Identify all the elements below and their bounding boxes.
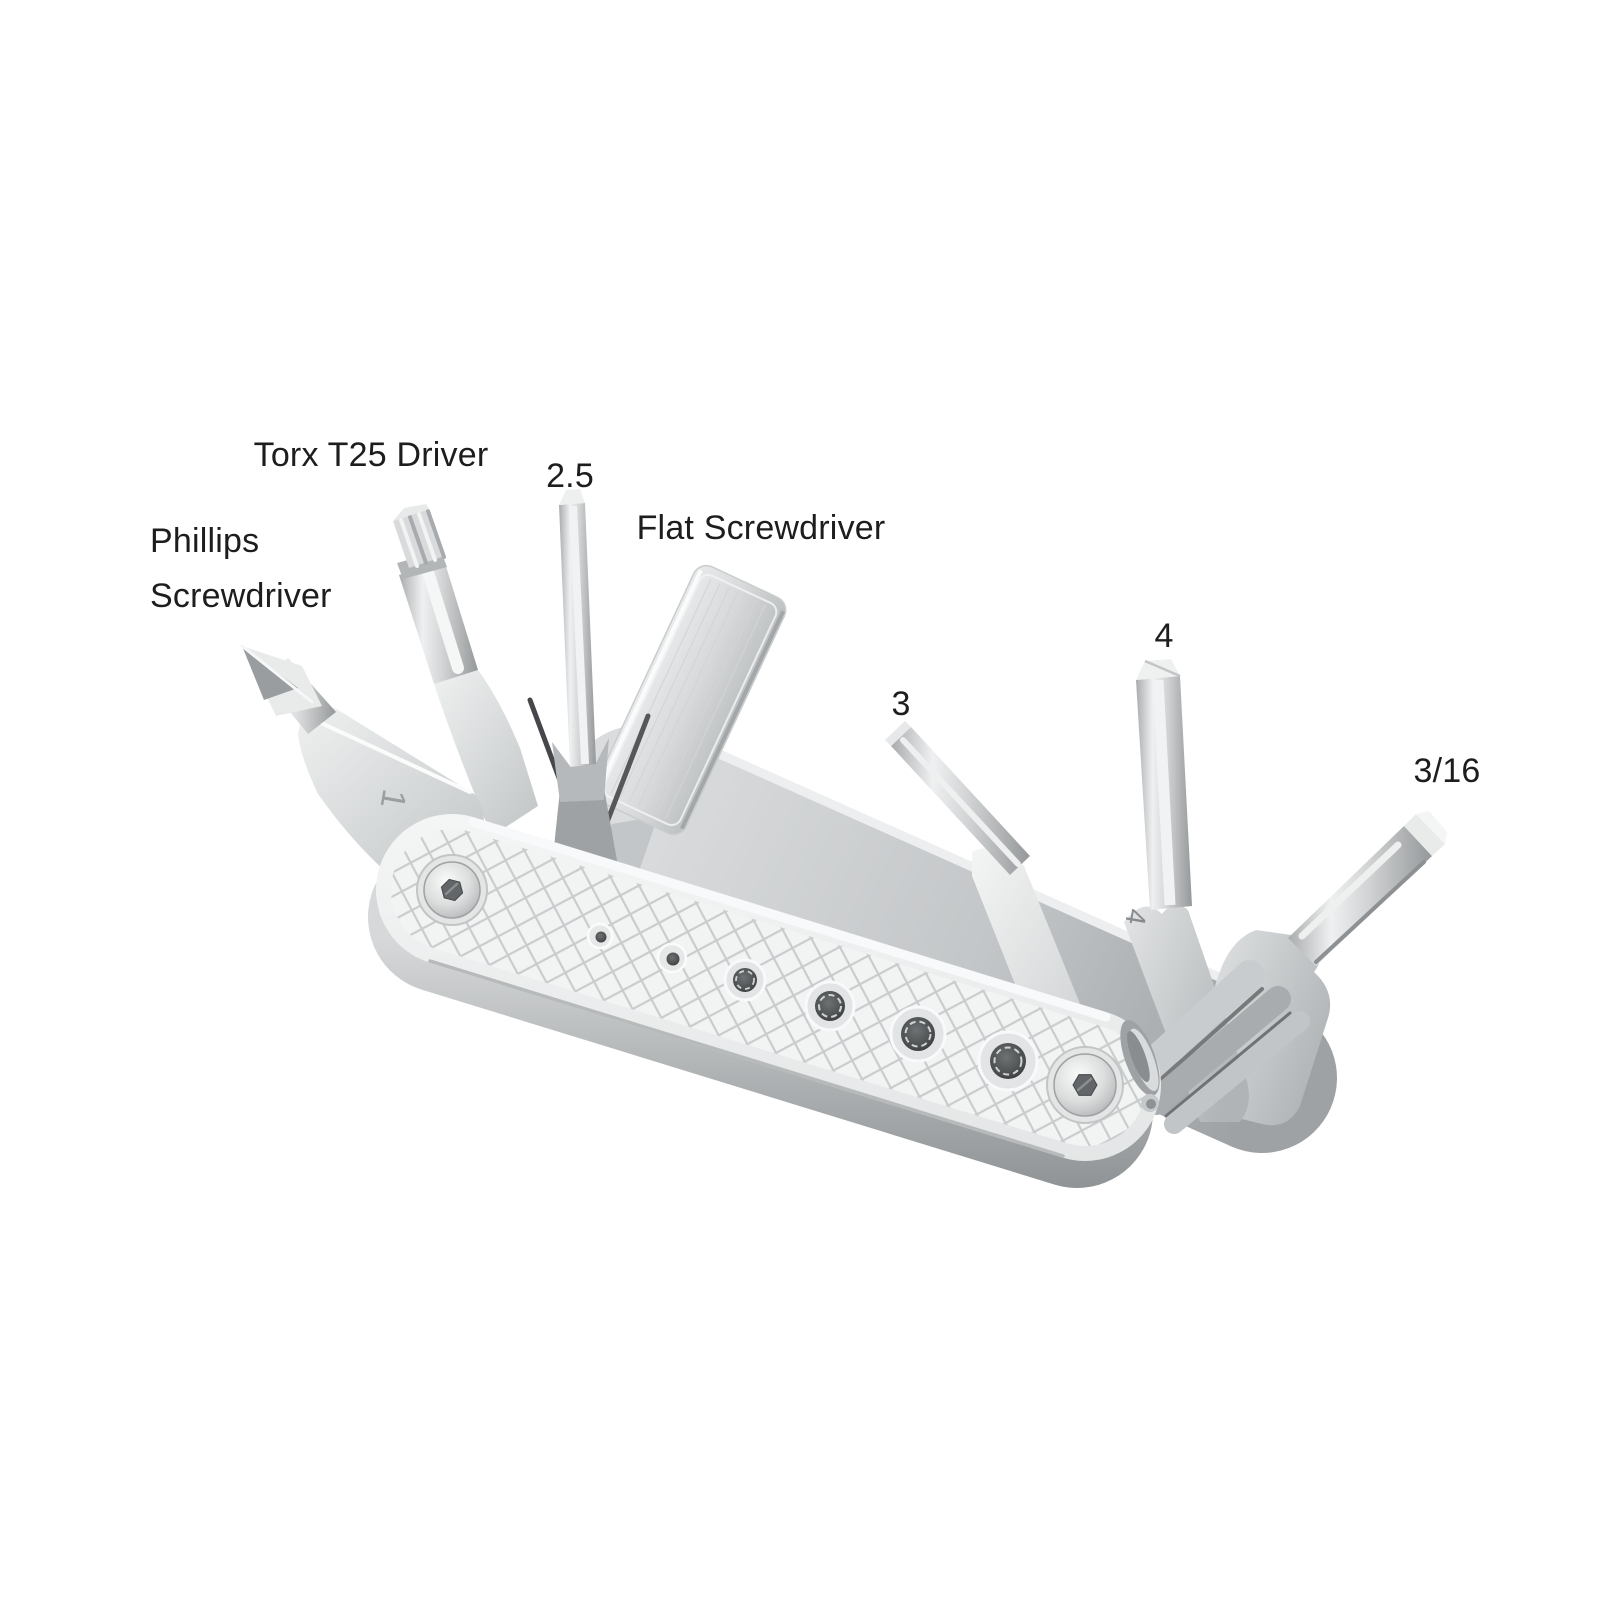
pivot-screw-right bbox=[1046, 1046, 1124, 1124]
body-bottom-seam bbox=[428, 959, 1065, 1158]
hex-3-arm bbox=[972, 848, 1098, 1048]
torx-t25-tool bbox=[393, 504, 538, 836]
flat-blade bbox=[593, 564, 787, 836]
phillips-arm-top-highlight bbox=[304, 714, 472, 794]
small-hole bbox=[586, 922, 614, 950]
threaded-hole bbox=[723, 958, 767, 1002]
label-torx-t25-driver: Torx T25 Driver bbox=[253, 435, 489, 474]
pivot-screw-left bbox=[416, 854, 488, 926]
threaded-hole bbox=[889, 1005, 947, 1063]
hex-3-tip-facet bbox=[885, 721, 911, 746]
stack-strip bbox=[1125, 960, 1265, 1090]
label-hex-3-16: 3/16 bbox=[1413, 751, 1481, 790]
hex-2-5-flare bbox=[552, 738, 609, 802]
torx-tip-cap bbox=[393, 504, 429, 521]
hex-3-rod-facet bbox=[900, 737, 1021, 867]
torx-neck bbox=[434, 670, 538, 836]
hex-3-16-rod bbox=[1288, 826, 1432, 966]
torx-spline-ridges-dark bbox=[408, 509, 446, 565]
threaded-hole bbox=[804, 980, 856, 1032]
flat-blade-inner-edge bbox=[602, 573, 778, 827]
hex-4-tip-cap bbox=[1136, 659, 1180, 680]
hex-socket-glint bbox=[444, 882, 459, 896]
back-plate-face bbox=[565, 725, 1337, 1153]
threaded-hole bbox=[977, 1030, 1039, 1092]
torx-shaft-highlight bbox=[422, 566, 464, 674]
hex-2-5-tip-cap bbox=[559, 489, 585, 505]
hex-3-tool bbox=[885, 721, 1098, 1048]
label-hex-3: 3 bbox=[891, 684, 911, 723]
engraving-hex-4: 4 bbox=[1119, 907, 1152, 928]
hex-3-16-rod-edge bbox=[1314, 860, 1426, 964]
hex-3-16-tip-facet bbox=[1404, 814, 1445, 856]
torx-spline-ridges bbox=[399, 512, 437, 568]
hex-socket-glint bbox=[1076, 1077, 1093, 1092]
stack-strip bbox=[1164, 1011, 1310, 1134]
end-hole bbox=[1141, 1094, 1159, 1112]
flat-blade-brushing bbox=[610, 579, 766, 820]
flat-blade-shadow-edge bbox=[680, 610, 786, 830]
label-flat-screwdriver: Flat Screwdriver bbox=[636, 508, 886, 547]
stack-gap bbox=[1146, 987, 1264, 1093]
phillips-cone-ridge bbox=[240, 644, 314, 704]
stack-gap bbox=[1164, 1011, 1292, 1118]
hex-2-5-rod-facet bbox=[569, 505, 589, 765]
right-stack-layers bbox=[1125, 960, 1310, 1134]
hex-3-16-tip-top bbox=[1416, 811, 1447, 844]
hex-4-tip-edge bbox=[1144, 659, 1181, 678]
flat-blade-highlight bbox=[596, 569, 703, 791]
small-hole bbox=[656, 942, 688, 974]
label-hex-4: 4 bbox=[1154, 616, 1174, 655]
hex-4-rod-facet bbox=[1152, 679, 1176, 906]
phillips-flute bbox=[242, 646, 298, 700]
tool-body bbox=[368, 814, 1161, 1188]
lanyard-slot bbox=[1120, 1020, 1160, 1096]
body-top-edge-highlight bbox=[468, 817, 1111, 1022]
crevice bbox=[601, 713, 651, 833]
stack-strip bbox=[1143, 986, 1291, 1115]
hex-3-16-rod-facet bbox=[1298, 841, 1402, 940]
hex-2-5-tool bbox=[552, 489, 618, 866]
label-phillips-screwdriver: Phillips Screwdriver bbox=[150, 522, 332, 615]
label-hex-2-5: 2.5 bbox=[546, 456, 594, 495]
